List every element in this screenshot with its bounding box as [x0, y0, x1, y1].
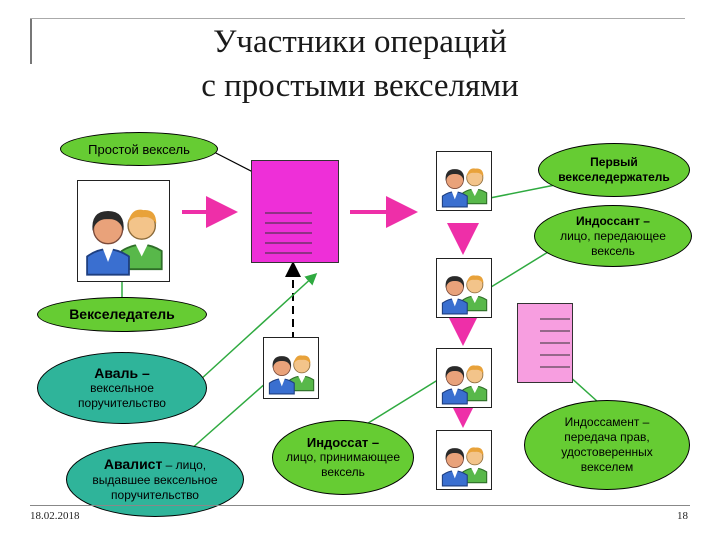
label-endorser: Индоссант – лицо, передающее вексель: [534, 205, 692, 267]
footer-date: 18.02.2018: [30, 510, 80, 522]
label-avalist: Авалист – лицо, выдавшее вексельное пору…: [66, 442, 244, 517]
label-drawer: Векселедатель: [37, 297, 207, 332]
label-endorsement: Индоссамент – передача прав, удостоверен…: [524, 400, 690, 490]
two-persons-icon: [441, 365, 488, 405]
two-persons-icon: [441, 275, 488, 315]
person-endorser: [436, 258, 492, 318]
bill-document-main: [251, 160, 339, 263]
label-endorsee: Индоссат – лицо, принимающее вексель: [272, 420, 414, 495]
label-aval: Аваль – вексельное поручительство: [37, 352, 207, 424]
two-persons-icon: [441, 447, 488, 487]
page-number: 18: [677, 510, 688, 522]
title-frame-line: [30, 18, 32, 64]
connector-aval: [199, 272, 318, 381]
document-lines-icon: [540, 318, 570, 368]
connector-avalist: [189, 373, 278, 451]
slide-title-line-1: Участники операций: [213, 24, 507, 60]
label-simple-bill: Простой вексель: [60, 132, 218, 166]
bill-document-endorsed: [517, 303, 573, 383]
two-persons-icon: [268, 355, 315, 395]
label-first-holder: Первый векселедержатель: [538, 143, 690, 197]
person-first-holder: [436, 151, 492, 211]
slide-title-line-2: с простыми векселями: [201, 68, 519, 104]
footer-line: [30, 505, 690, 506]
document-lines-icon: [265, 212, 312, 254]
two-persons-icon: [86, 209, 163, 276]
person-endorsee-1: [436, 348, 492, 408]
person-drawer: [77, 180, 170, 282]
title-frame-top: [30, 18, 685, 19]
person-endorsee-2: [436, 430, 492, 490]
person-avalist: [263, 337, 319, 399]
two-persons-icon: [441, 168, 488, 208]
